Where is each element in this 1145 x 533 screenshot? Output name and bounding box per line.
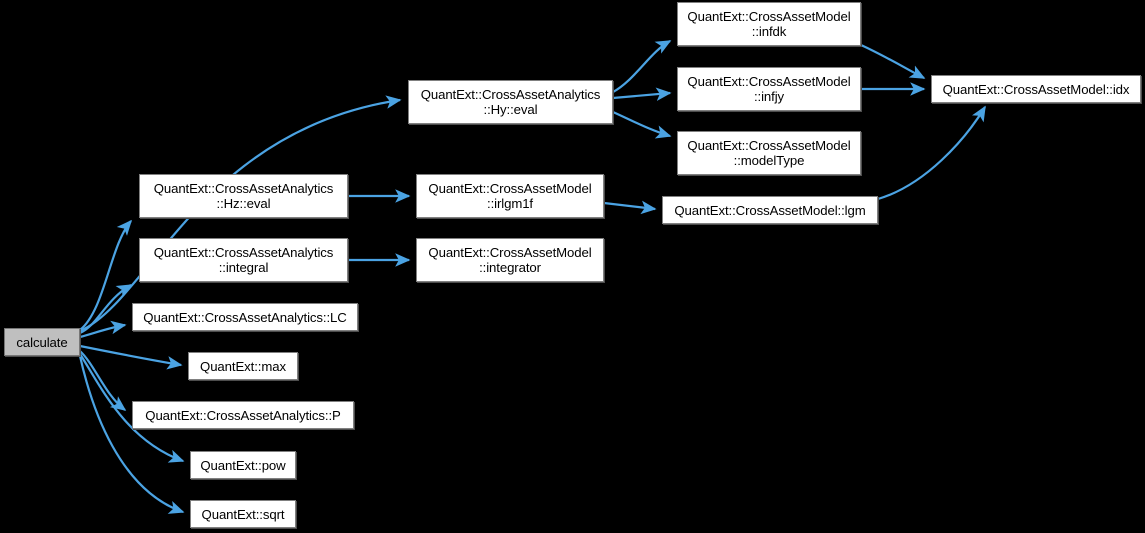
graph-node-label: QuantExt::CrossAssetModel ::infdk [687, 9, 851, 39]
graph-node-max[interactable]: QuantExt::max [188, 352, 298, 380]
graph-node-irlgm1f[interactable]: QuantExt::CrossAssetModel ::irlgm1f [416, 174, 604, 218]
graph-node-label: QuantExt::CrossAssetModel ::irlgm1f [428, 181, 592, 211]
edge-lgm-to-idx [877, 105, 986, 201]
graph-node-integral[interactable]: QuantExt::CrossAssetAnalytics ::integral [139, 238, 348, 282]
graph-node-hyeval[interactable]: QuantExt::CrossAssetAnalytics ::Hy::eval [408, 80, 613, 124]
edge-calculate-to-sqrt [78, 355, 185, 514]
edge-calculate-to-lc [79, 320, 127, 339]
graph-node-hzeval[interactable]: QuantExt::CrossAssetAnalytics ::Hz::eval [139, 174, 348, 218]
graph-node-label: QuantExt::CrossAssetAnalytics ::integral [153, 245, 334, 275]
edge-infdk-to-idx [860, 44, 926, 79]
edge-calculate-to-max [79, 344, 183, 370]
graph-node-calculate[interactable]: calculate [4, 328, 80, 356]
graph-node-label: QuantExt::CrossAssetModel ::infjy [687, 74, 851, 104]
graph-node-label: QuantExt::max [200, 358, 286, 374]
edge-irlgm1f-to-lgm [603, 200, 657, 215]
graph-node-lgm[interactable]: QuantExt::CrossAssetModel::lgm [662, 196, 878, 224]
graph-node-lc[interactable]: QuantExt::CrossAssetAnalytics::LC [132, 303, 358, 331]
edge-calculate-to-integral [79, 284, 133, 335]
graph-node-p[interactable]: QuantExt::CrossAssetAnalytics::P [132, 401, 354, 429]
graph-node-label: QuantExt::CrossAssetAnalytics ::Hy::eval [420, 87, 601, 117]
graph-node-sqrt[interactable]: QuantExt::sqrt [190, 500, 296, 528]
graph-node-idx[interactable]: QuantExt::CrossAssetModel::idx [931, 75, 1141, 103]
graph-node-integrator[interactable]: QuantExt::CrossAssetModel ::integrator [416, 238, 604, 282]
graph-node-modeltype[interactable]: QuantExt::CrossAssetModel ::modelType [677, 131, 861, 175]
edge-hyeval-to-modeltype [612, 110, 672, 139]
edge-hyeval-to-infjy [612, 87, 672, 101]
graph-node-label: calculate [16, 334, 68, 350]
graph-node-infdk[interactable]: QuantExt::CrossAssetModel ::infdk [677, 2, 861, 46]
graph-node-label: QuantExt::CrossAssetModel::idx [942, 81, 1130, 97]
edge-calculate-to-hzeval [79, 219, 133, 331]
graph-node-label: QuantExt::CrossAssetAnalytics ::Hz::eval [153, 181, 334, 211]
graph-node-label: QuantExt::CrossAssetAnalytics::P [145, 407, 341, 423]
graph-node-label: QuantExt::CrossAssetModel ::modelType [687, 138, 851, 168]
graph-node-infjy[interactable]: QuantExt::CrossAssetModel ::infjy [677, 67, 861, 111]
graph-node-label: QuantExt::pow [200, 457, 286, 473]
graph-node-label: QuantExt::CrossAssetAnalytics::LC [143, 309, 347, 325]
graph-node-pow[interactable]: QuantExt::pow [190, 451, 296, 479]
edge-hyeval-to-infdk [612, 40, 672, 93]
edge-calculate-to-p [79, 350, 127, 411]
graph-node-label: QuantExt::CrossAssetModel::lgm [674, 202, 866, 218]
graph-node-label: QuantExt::CrossAssetModel ::integrator [428, 245, 592, 275]
graph-node-label: QuantExt::sqrt [201, 506, 285, 522]
